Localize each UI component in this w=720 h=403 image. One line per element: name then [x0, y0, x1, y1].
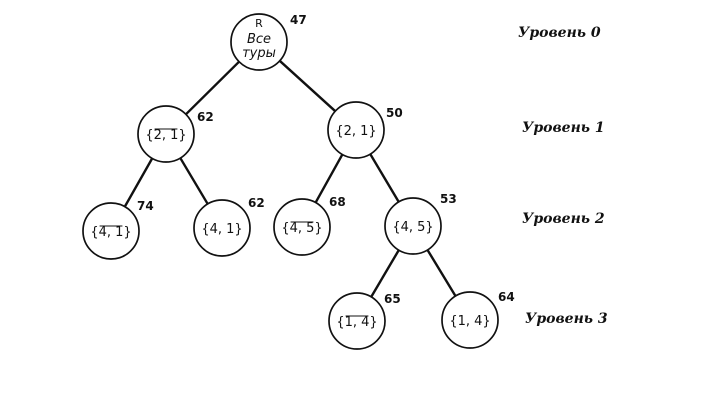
- node-circle: [137, 105, 195, 163]
- node-label: {4, 5}: [392, 220, 433, 235]
- tree-node-n21: {2, 1}: [327, 101, 385, 159]
- tree-node-n45: {4, 5}: [384, 197, 442, 255]
- edge-n45-n14bar: [370, 248, 400, 299]
- bound-label: 65: [384, 292, 401, 306]
- tree-node-n45bar: {4, 5}: [273, 198, 331, 256]
- tree-node-n41: {4, 1}: [193, 199, 251, 257]
- node-circle: [230, 13, 288, 71]
- node-circle: [82, 202, 140, 260]
- tree-edges: [123, 59, 457, 299]
- node-circle: [273, 198, 331, 256]
- level-label-0: Уровень 0: [518, 25, 601, 41]
- tree-node-n21bar: {2, 1}: [137, 105, 195, 163]
- root-label-line1: Все: [247, 32, 271, 47]
- node-circle: [441, 291, 499, 349]
- edge-n21bar-n41: [179, 156, 209, 206]
- bound-label: 47: [290, 13, 307, 27]
- level-label-3: Уровень 3: [525, 311, 608, 327]
- node-label: {2, 1}: [335, 124, 376, 139]
- bound-label: 62: [248, 196, 265, 210]
- node-circle: [328, 292, 386, 350]
- root-label-line2: туры: [242, 46, 276, 61]
- level-label-1: Уровень 1: [522, 120, 605, 136]
- tree-node-n14: {1, 4}: [441, 291, 499, 349]
- tree-node-n14bar: {1, 4}: [328, 292, 386, 350]
- bound-label: 50: [386, 106, 403, 120]
- bound-label: 62: [197, 110, 214, 124]
- node-label: {4, 1}: [90, 225, 131, 240]
- root-marker: R: [255, 17, 263, 30]
- node-label: {4, 1}: [201, 222, 242, 237]
- bound-label: 74: [137, 199, 154, 213]
- node-circle: [193, 199, 251, 257]
- node-label: {4, 5}: [281, 221, 322, 236]
- node-label: {2, 1}: [145, 128, 186, 143]
- level-label-2: Уровень 2: [522, 211, 605, 227]
- bound-label: 53: [440, 192, 457, 206]
- edge-root-n21bar: [184, 60, 241, 116]
- node-label: {1, 4}: [449, 314, 490, 329]
- bound-label: 64: [498, 290, 515, 304]
- edge-root-n21: [278, 59, 337, 113]
- bound-label: 68: [329, 195, 346, 209]
- node-circle: [384, 197, 442, 255]
- edge-n21-n45: [369, 152, 400, 204]
- edge-n45-n14: [426, 248, 457, 298]
- tree-node-n41bar: {4, 1}: [82, 202, 140, 260]
- node-label: {1, 4}: [336, 315, 377, 330]
- edge-n21bar-n41bar: [123, 157, 154, 208]
- edge-n21-n45bar: [314, 153, 344, 204]
- node-circle: [327, 101, 385, 159]
